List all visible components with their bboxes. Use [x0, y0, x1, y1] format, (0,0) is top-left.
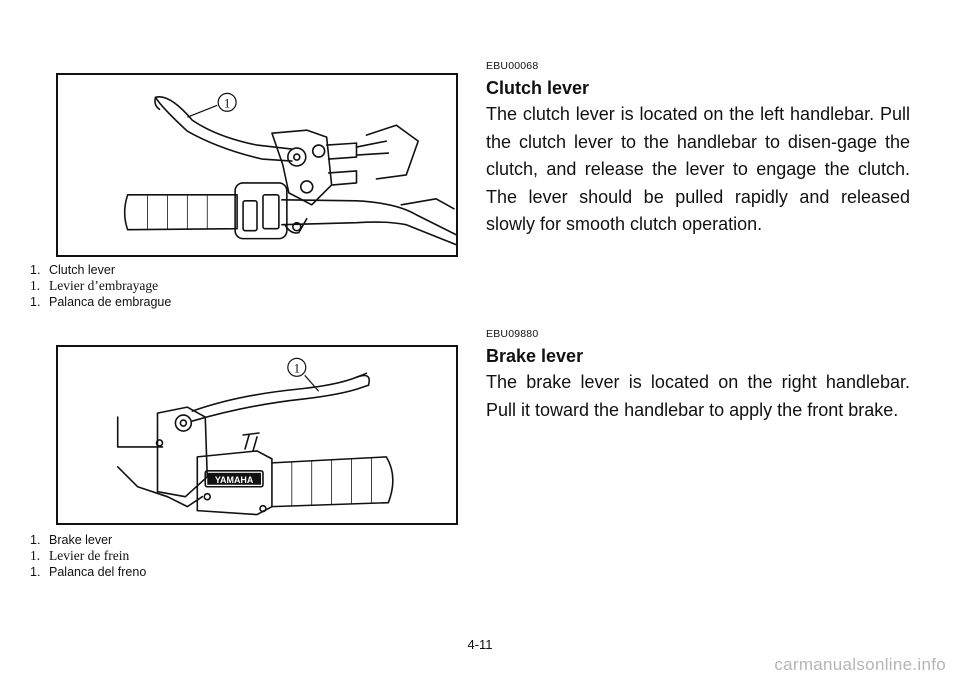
- caption-french: 1. Levier de frein: [30, 548, 460, 564]
- caption-text: Palanca del freno: [49, 565, 147, 579]
- caption-text: Levier d’embrayage: [49, 278, 159, 293]
- section-code: EBU00068: [486, 60, 539, 72]
- clutch-lever-captions: 1. Clutch lever 1. Levier d’embrayage 1.…: [30, 262, 460, 310]
- caption-french: 1. Levier d’embrayage: [30, 278, 460, 294]
- caption-text: Clutch lever: [49, 263, 115, 277]
- brake-lever-section: EBU09880 Brake lever The brake lever is …: [486, 328, 910, 424]
- section-heading: Clutch lever: [486, 78, 590, 98]
- caption-number: 1.: [30, 278, 41, 293]
- caption-spanish: 1. Palanca del freno: [30, 564, 460, 580]
- footer-watermark[interactable]: carmanualsonline.info: [774, 655, 946, 674]
- callout-number: 1: [294, 360, 300, 375]
- clutch-lever-figure: 1: [56, 73, 458, 257]
- caption-number: 1.: [30, 533, 41, 547]
- section-body: The clutch lever is located on the left …: [486, 104, 910, 234]
- caption-english: 1. Brake lever: [30, 532, 460, 548]
- caption-spanish: 1. Palanca de embrague: [30, 294, 460, 310]
- callout-circle: [287, 357, 307, 377]
- caption-number: 1.: [30, 565, 41, 579]
- brake-lever-illustration: YAMAHA 1: [116, 357, 394, 516]
- section-body: The brake lever is located on the right …: [486, 372, 910, 420]
- caption-number: 1.: [30, 263, 41, 277]
- yamaha-logo-text: YAMAHA: [215, 475, 254, 485]
- caption-text: Brake lever: [49, 533, 113, 547]
- caption-number: 1.: [30, 548, 41, 563]
- caption-number: 1.: [30, 295, 41, 309]
- section-code: EBU09880: [486, 328, 539, 340]
- brake-lever-figure: YAMAHA 1: [56, 345, 458, 525]
- page-number: 4-11: [467, 637, 493, 652]
- caption-english: 1. Clutch lever: [30, 262, 460, 278]
- callout-circle: [217, 92, 237, 112]
- clutch-lever-illustration: 1: [123, 92, 456, 246]
- caption-text: Palanca de embrague: [49, 295, 172, 309]
- callout-number: 1: [224, 95, 230, 110]
- caption-text: Levier de frein: [49, 548, 130, 563]
- brake-lever-captions: 1. Brake lever 1. Levier de frein 1. Pal…: [30, 532, 460, 580]
- section-heading: Brake lever: [486, 346, 584, 366]
- clutch-lever-section: EBU00068 Clutch lever The clutch lever i…: [486, 60, 910, 239]
- yamaha-logo-plate: [207, 472, 261, 485]
